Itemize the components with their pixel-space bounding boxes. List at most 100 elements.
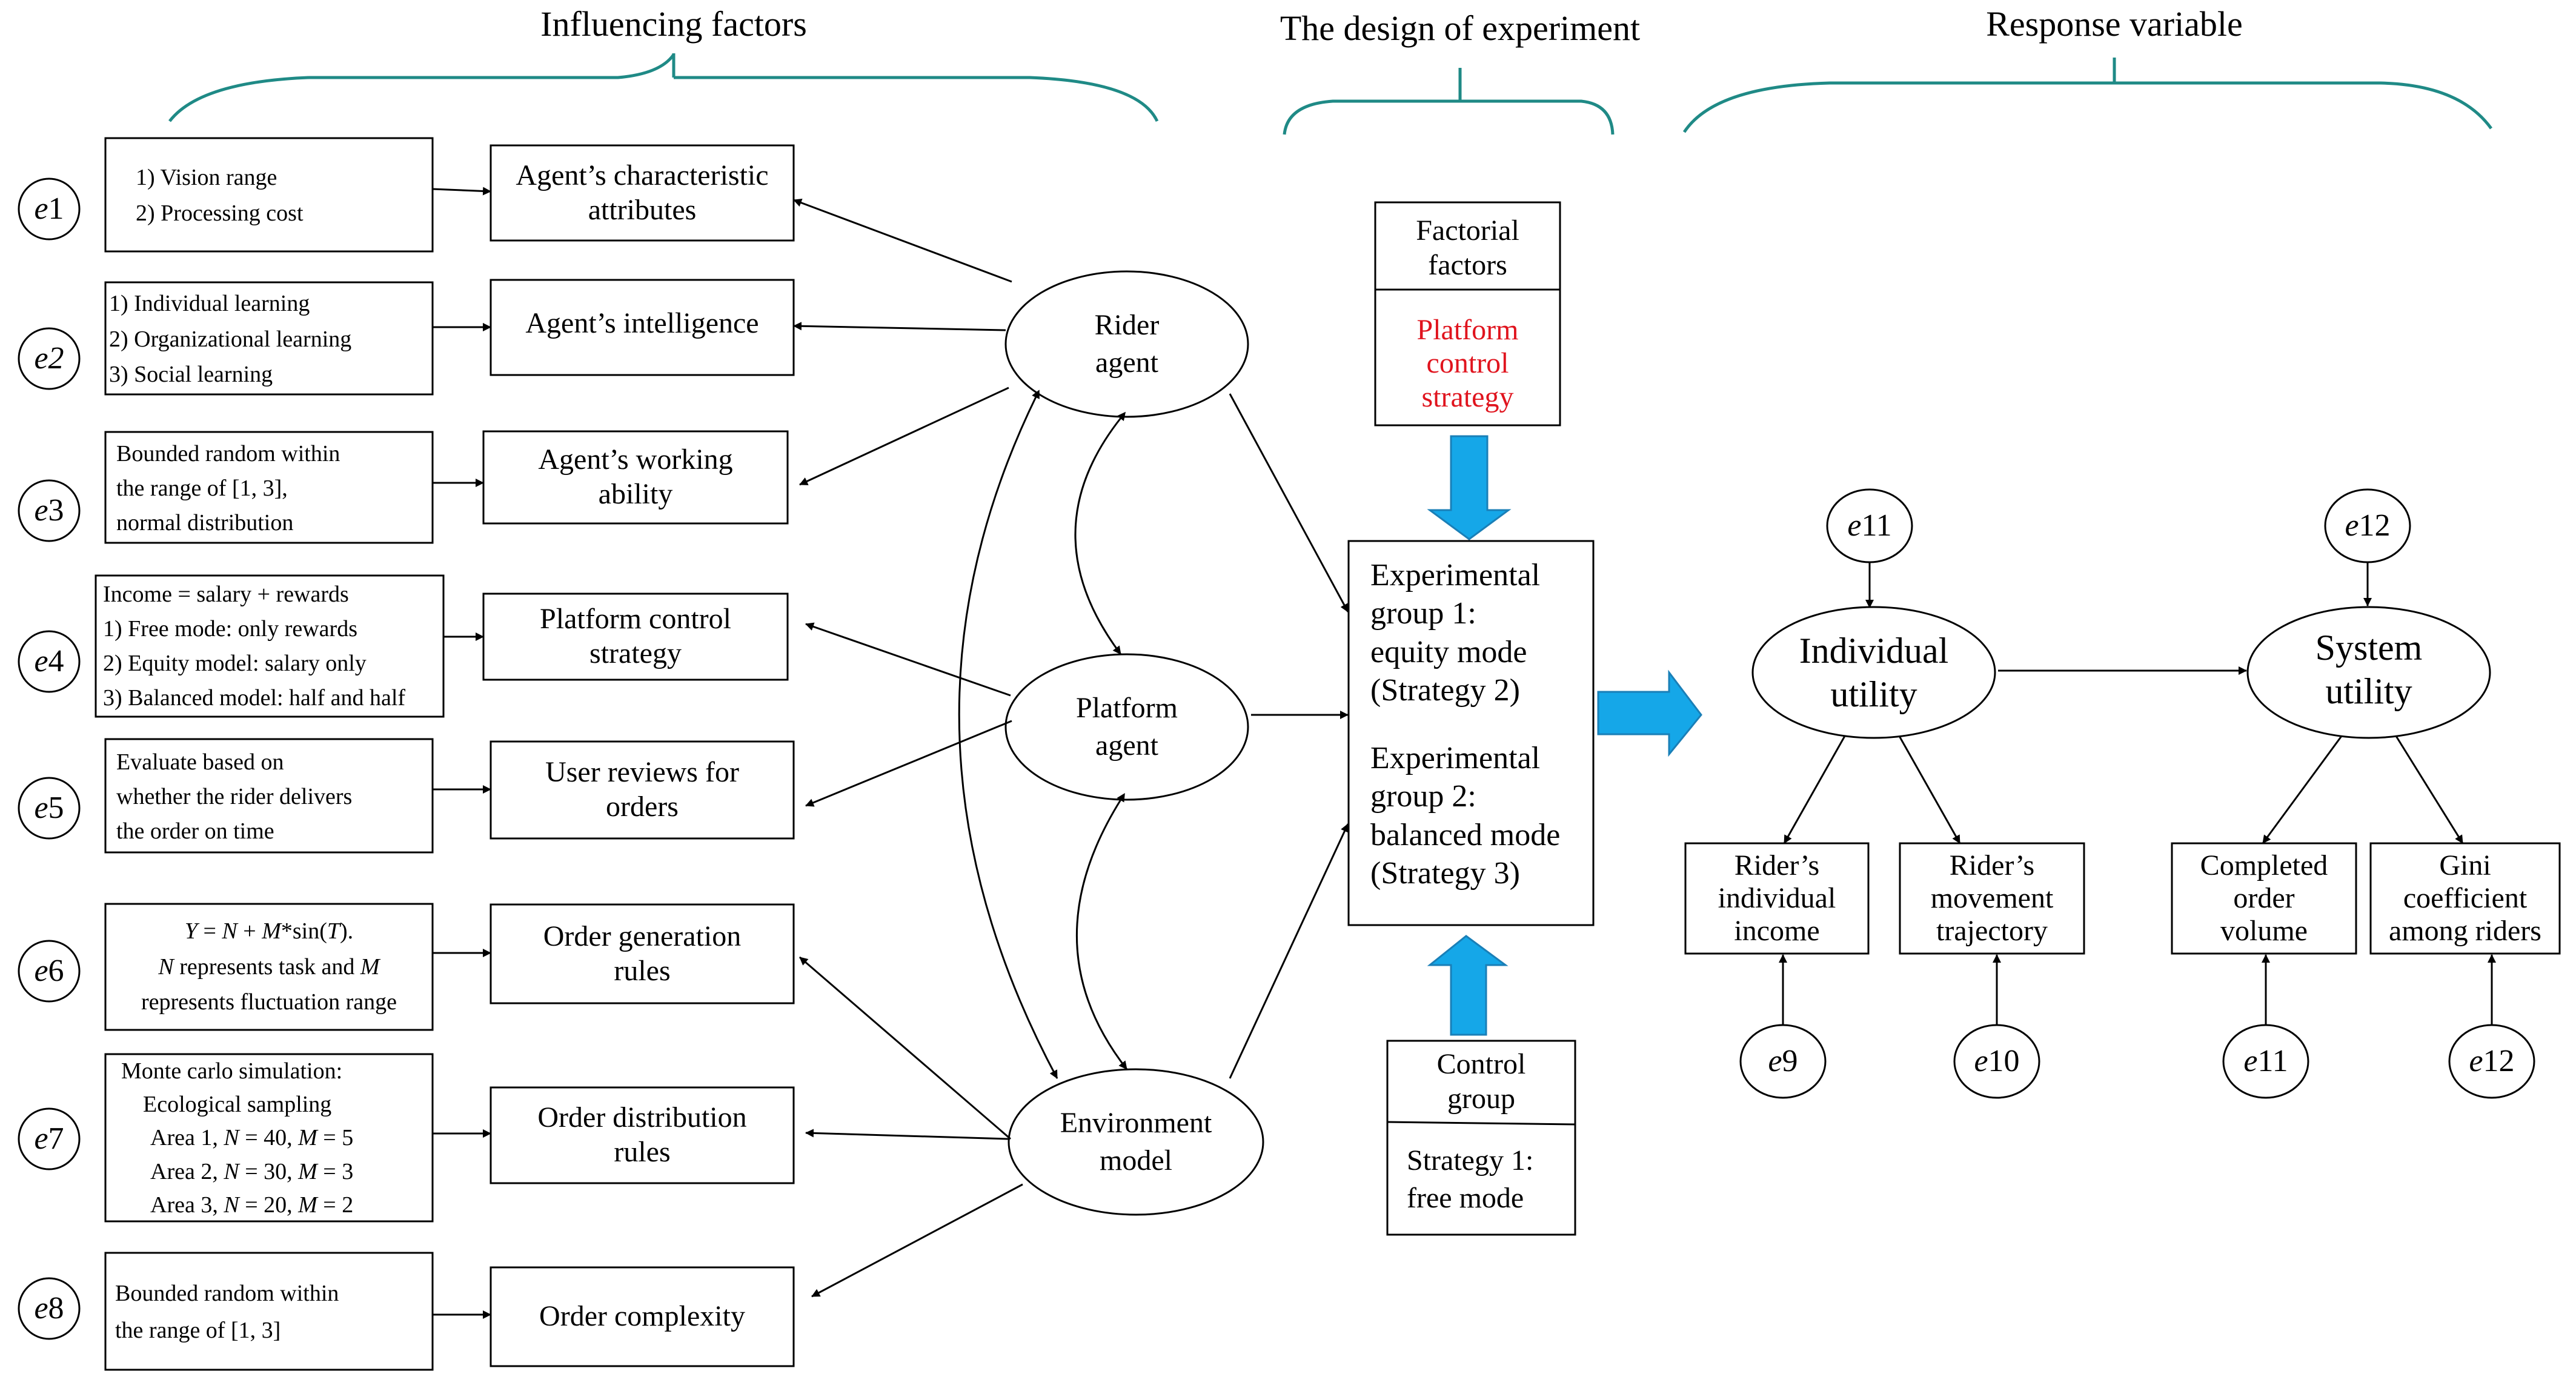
detail-text-1: 1) Vision range 2) Processing cost <box>136 145 427 245</box>
control-group-box <box>1386 1040 1576 1236</box>
brace-response-variable <box>1682 58 2493 133</box>
detail-text-7: Monte carlo simulation: Ecological sampl… <box>121 1057 429 1220</box>
arrow-platform-to-factor-5 <box>805 720 1012 807</box>
rider-agent-ellipse <box>1004 270 1249 418</box>
system-utility-ellipse <box>2246 606 2491 739</box>
detail-line: 2) Equity model: salary only <box>103 651 367 676</box>
response-box-4 <box>2369 842 2561 955</box>
detail-text-5: Evaluate based on whether the rider deli… <box>116 743 428 851</box>
detail-text-2: 1) Individual learning 2) Organizational… <box>109 285 430 394</box>
curve-rider-environment <box>958 390 1058 1079</box>
detail-box-5 <box>104 738 434 854</box>
curve-platform-environment <box>1075 792 1128 1070</box>
brace-influencing-factors <box>168 53 1159 122</box>
environment-model-ellipse <box>1007 1068 1264 1216</box>
detail-line: Bounded random within <box>115 1280 339 1306</box>
arrow-environment-to-factor-6 <box>799 956 1011 1140</box>
detail-line: 1) Free mode: only rewards <box>103 616 357 642</box>
factor-box-5 <box>490 740 795 840</box>
factor-box-4 <box>482 592 789 681</box>
error-circle-e5 <box>18 777 81 840</box>
detail-line: 3) Social learning <box>109 362 273 388</box>
factor-box-7 <box>490 1086 795 1184</box>
detail-box-8 <box>104 1252 434 1371</box>
detail-box-7 <box>104 1053 434 1223</box>
factor-box-8 <box>490 1266 795 1367</box>
arrow-environment-to-experiment <box>1229 823 1349 1079</box>
detail-line: 3) Balanced model: half and half <box>103 685 406 711</box>
detail-text-4: Income = salary + rewards 1) Free mode: … <box>103 577 442 715</box>
detail-box-6 <box>104 903 434 1031</box>
error-circle-e3 <box>18 479 81 542</box>
detail-line: the order on time <box>116 818 274 844</box>
detail-line: the range of [1, 3], <box>116 475 288 501</box>
arrow-environment-to-factor-8 <box>811 1183 1023 1298</box>
factor-box-2 <box>490 279 795 376</box>
detail-box-4 <box>95 574 445 718</box>
block-arrow-right <box>1597 669 1702 757</box>
arrow-rider-to-factor-1 <box>793 199 1012 283</box>
arrow-detail-1-to-factor-1 <box>432 187 491 196</box>
detail-line: represents fluctuation range <box>141 989 397 1015</box>
individual-utility-ellipse <box>1751 606 1996 739</box>
error-circle-e4 <box>18 630 81 693</box>
error-circle-e1 <box>18 178 81 241</box>
equation-line: Y = N + M*sin(T). <box>184 918 354 944</box>
arrow-individual-to-r2 <box>1898 735 1961 844</box>
header-influencing-factors: Influencing factors <box>540 4 807 44</box>
control-group-value: Strategy 1:free mode <box>1407 1144 1534 1214</box>
arrow-system-to-r3 <box>2262 735 2343 844</box>
area-line: Area 1, N = 40, M = 5 <box>150 1125 354 1151</box>
response-box-2 <box>1899 842 2085 955</box>
arrow-environment-to-factor-7 <box>805 1129 1009 1140</box>
arrow-system-to-r4 <box>2395 735 2464 844</box>
error-circle-e7 <box>18 1107 81 1170</box>
header-response-variable: Response variable <box>1986 4 2243 44</box>
factor-box-3 <box>482 430 789 525</box>
detail-text-3: Bounded random within the range of [1, 3… <box>116 435 428 542</box>
area-line: Area 3, N = 20, M = 2 <box>150 1192 354 1218</box>
detail-line: normal distribution <box>116 509 294 536</box>
arrow-platform-to-factor-4 <box>805 622 1011 697</box>
factorial-factors-box <box>1374 201 1561 426</box>
detail-line: 1) Vision range <box>136 164 277 190</box>
curve-rider-platform <box>1074 411 1126 655</box>
error-circle-e8 <box>18 1277 81 1340</box>
detail-line: the range of [1, 3] <box>115 1317 281 1343</box>
detail-line: Bounded random within <box>116 440 340 466</box>
header-design-of-experiment: The design of experiment <box>1280 8 1641 48</box>
arrow-individual-to-r1 <box>1783 735 1846 844</box>
detail-line: Evaluate based on <box>116 749 284 775</box>
experimental-groups-box <box>1347 540 1595 926</box>
detail-line: 1) Individual learning <box>109 290 310 316</box>
brace-design-of-experiment <box>1283 68 1615 135</box>
